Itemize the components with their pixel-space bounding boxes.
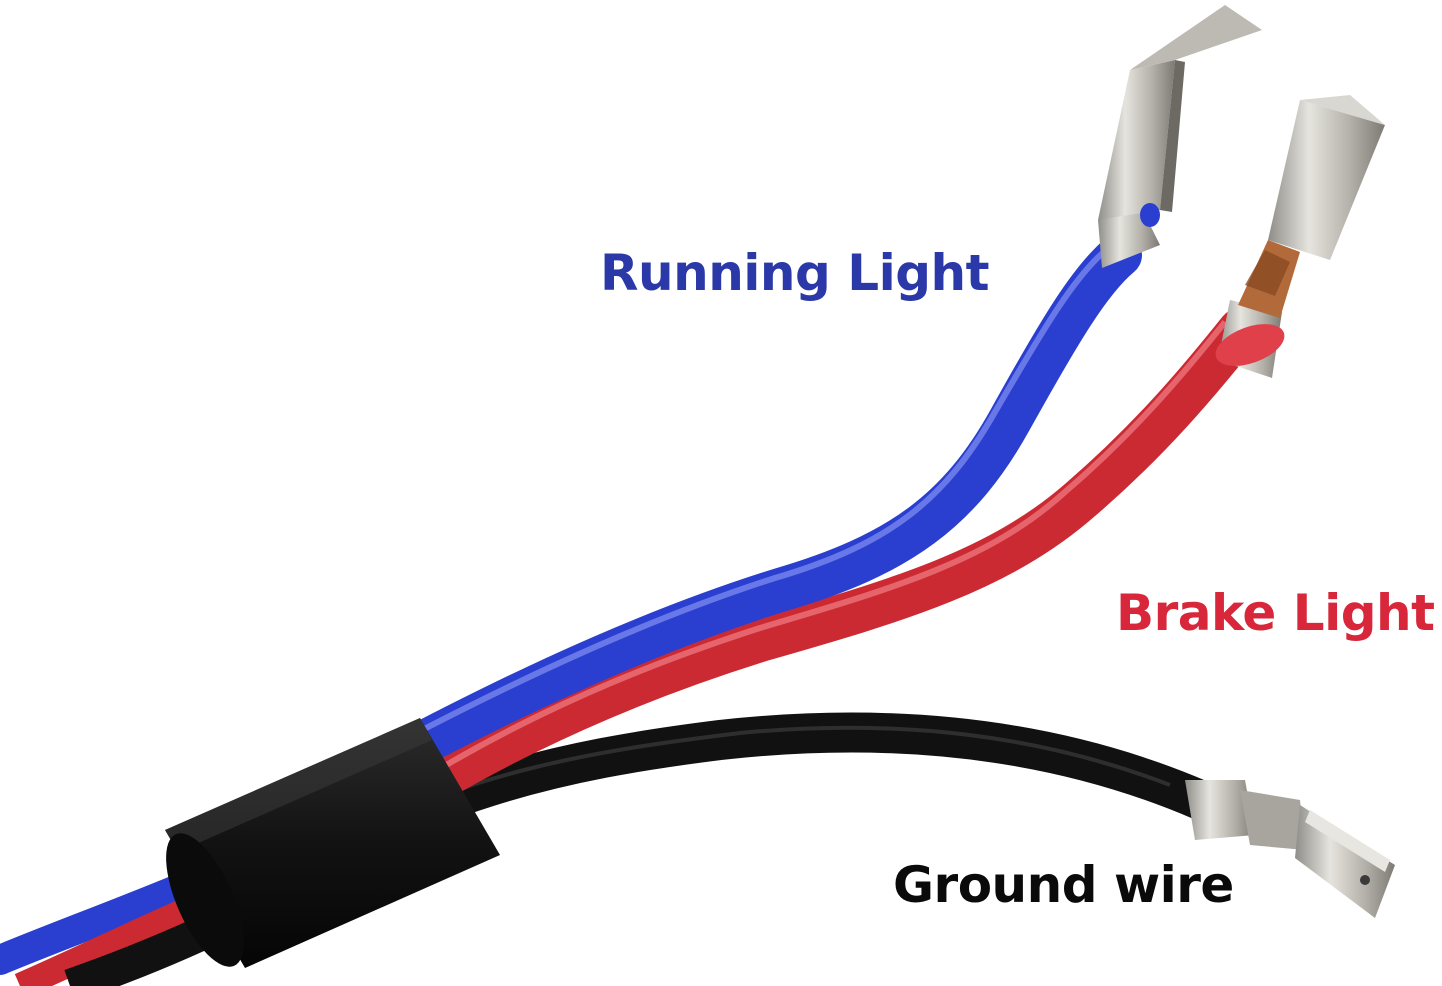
red-wire [278, 308, 1262, 892]
brake-light-label: Brake Light [1116, 584, 1435, 642]
blue-wire-highlight [298, 247, 1108, 798]
brake-light-terminal [1215, 95, 1385, 378]
ground-wire-label: Ground wire [893, 856, 1234, 914]
blue-wire [258, 233, 1142, 842]
ground-wire-terminal [1185, 780, 1395, 918]
red-wire-highlight [328, 320, 1228, 843]
heat-shrink-sleeve [165, 718, 500, 968]
running-light-terminal [1098, 5, 1262, 268]
running-light-label: Running Light [600, 244, 990, 302]
